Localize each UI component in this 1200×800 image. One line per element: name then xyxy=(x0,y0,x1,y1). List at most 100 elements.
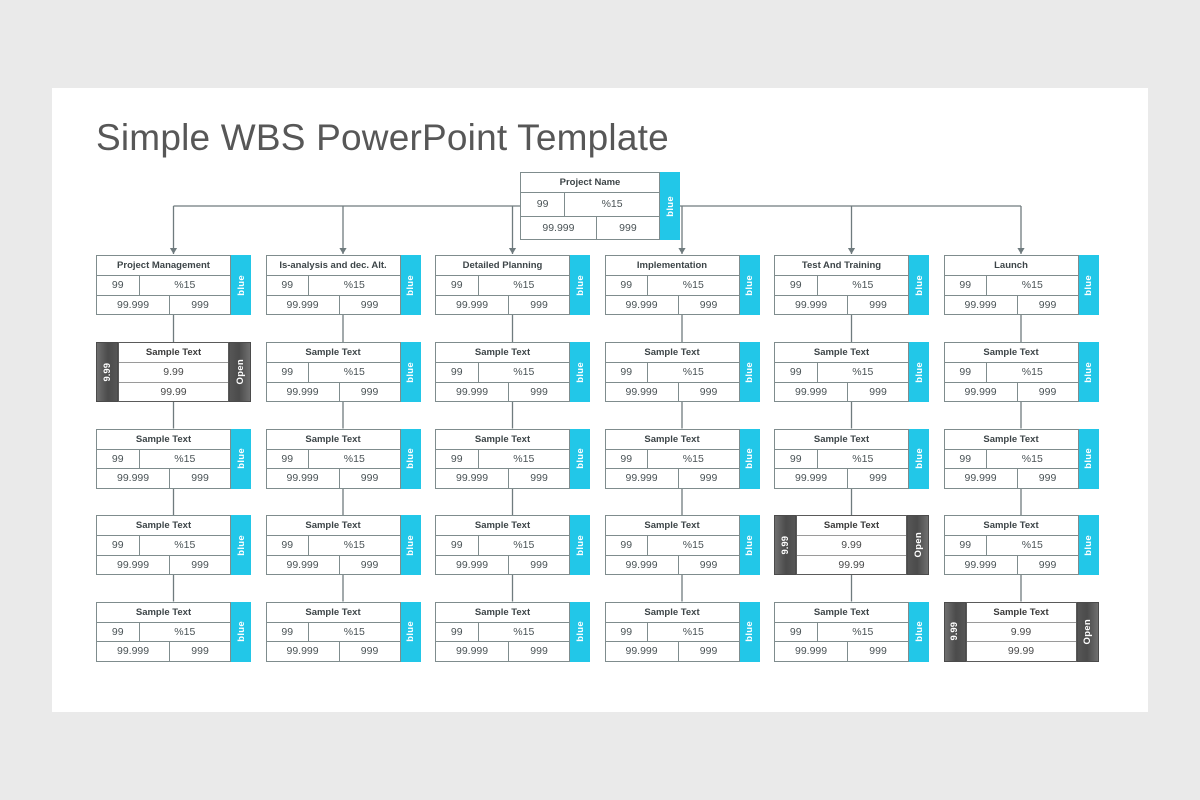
page-title: Simple WBS PowerPoint Template xyxy=(96,117,669,158)
column-3-node-4-hours: 999 xyxy=(530,645,548,658)
column-1-node-4-side-tab[interactable]: blue xyxy=(231,601,251,662)
level1-node-6-side-tab[interactable]: blue xyxy=(1078,255,1099,315)
level1-node-1-budget: 99.999 xyxy=(97,295,171,314)
column-5-node-3-left-tab[interactable]: 9.99 xyxy=(774,515,796,575)
column-3-node-2-side-tab[interactable]: blue xyxy=(570,428,590,489)
column-3-node-3-side-tab[interactable]: blue xyxy=(570,515,590,575)
column-2-node-1-budget: 99.999 xyxy=(267,382,340,401)
column-1-node-2-side-tab[interactable]: blue xyxy=(231,428,251,489)
column-5-node-3-side-tab[interactable]: Open xyxy=(907,515,929,575)
column-1-node-1-left-tab[interactable]: 9.99 xyxy=(96,342,118,402)
level1-node-3-side-tab[interactable]: blue xyxy=(570,255,590,315)
column-1-node-3-side-tab[interactable]: blue xyxy=(231,515,251,575)
level1-node-1-side-tab[interactable]: blue xyxy=(231,255,251,315)
column-6-node-2-side-tab[interactable]: blue xyxy=(1078,428,1099,489)
column-6-node-4-side-tab[interactable]: Open xyxy=(1076,601,1099,662)
column-1-node-3-hours: 999 xyxy=(191,558,209,571)
column-3-node-1-side-tab[interactable]: blue xyxy=(570,342,590,402)
column-4-node-3-count: 99 xyxy=(606,536,649,555)
column-5-node-2-side-tab[interactable]: blue xyxy=(909,428,929,489)
column-4-node-3-side-tab[interactable]: blue xyxy=(739,515,760,575)
column-6-node-3-side-tab[interactable]: blue xyxy=(1078,515,1099,575)
level1-node-3-count: 99 xyxy=(436,276,479,295)
column-5-node-4-budget: 99.999 xyxy=(775,642,849,661)
column-6-node-4-left-tab[interactable]: 9.99 xyxy=(943,601,966,662)
root-node-side-tab[interactable]: blue xyxy=(660,172,680,240)
column-6-node-4-row-1: 9.99 xyxy=(966,623,1076,642)
column-5-node-1-side-tab[interactable]: blue xyxy=(909,342,929,402)
column-1-node-1-side-tab[interactable]: Open xyxy=(229,342,251,402)
column-4-node-4-percent: %15 xyxy=(682,625,704,638)
level1-node-2-percent: %15 xyxy=(343,279,365,292)
level1-node-3-budget: 99.999 xyxy=(436,295,510,314)
column-3-node-2-title: Sample Text xyxy=(436,430,569,450)
column-6-node-2-hours: 999 xyxy=(1038,472,1057,485)
level1-node-5-side-tab[interactable]: blue xyxy=(909,255,929,315)
column-2-node-4-side-tab[interactable]: blue xyxy=(400,601,421,662)
column-2-node-3-side-tab[interactable]: blue xyxy=(400,515,421,575)
level1-node-2-side-tab[interactable]: blue xyxy=(400,255,421,315)
column-3-node-4-side-tab[interactable]: blue xyxy=(570,601,590,662)
column-2-node-2-side-tab[interactable]: blue xyxy=(400,428,421,489)
column-5-node-2-title: Sample Text xyxy=(775,430,908,450)
column-6-node-2-row-1: 99%15 xyxy=(944,449,1078,469)
root-node-row-1: 99%15 xyxy=(521,193,659,217)
level1-node-6-hours: 999 xyxy=(1038,298,1057,311)
column-3-node-4-budget: 99.999 xyxy=(436,642,510,661)
column-3-node-4-title: Sample Text xyxy=(436,603,569,623)
column-2-node-3-percent: %15 xyxy=(343,539,365,552)
column-4-node-4-side-tab[interactable]: blue xyxy=(739,601,760,662)
column-4-node-2-side-tab[interactable]: blue xyxy=(739,428,760,489)
level1-node-4-side-tab[interactable]: blue xyxy=(739,255,760,315)
column-4-node-1-side-tab[interactable]: blue xyxy=(739,342,760,402)
column-6-node-1-side-tab[interactable]: blue xyxy=(1078,342,1099,402)
column-6-node-4-row-2: 99.99 xyxy=(967,642,1076,661)
column-5-node-4-title: Sample Text xyxy=(775,603,908,623)
column-5-node-4-side-tab[interactable]: blue xyxy=(909,601,929,662)
column-3-node-3-budget: 99.999 xyxy=(436,555,510,574)
column-2-node-1-side-tab[interactable]: blue xyxy=(400,342,421,402)
